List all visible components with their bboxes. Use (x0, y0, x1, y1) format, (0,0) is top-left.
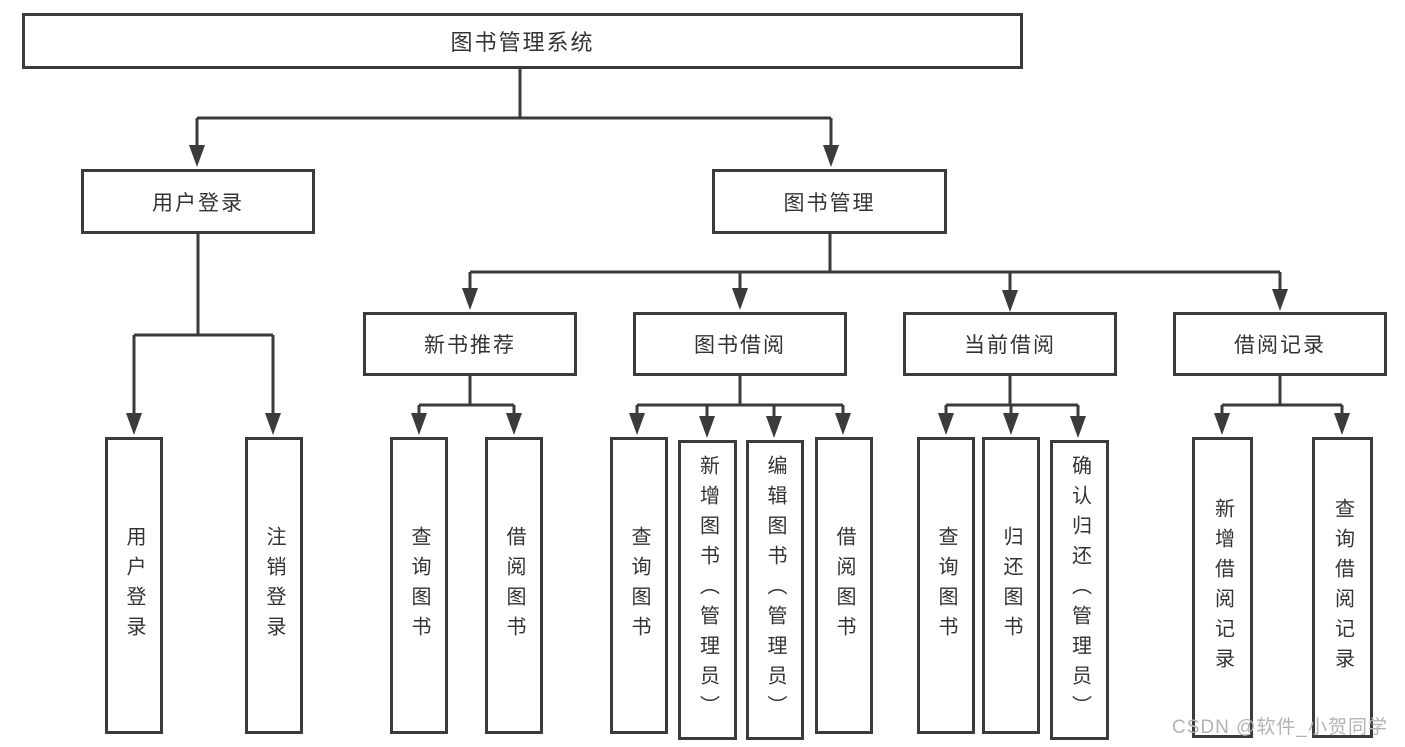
arrowhead-icon (1002, 290, 1018, 312)
arrowhead-icon (1334, 413, 1350, 435)
arrowhead-icon (126, 413, 142, 435)
connector-borrowing-records-to-leaves (1220, 375, 1344, 416)
arrowhead-icon (506, 413, 522, 435)
node-leaf-cb-confirm-return-label: 确认归还（管理员） (1068, 455, 1091, 725)
node-leaf-cb-query-book: 查询图书 (917, 437, 975, 734)
node-leaf-bb-borrow-book: 借阅图书 (815, 437, 873, 734)
arrowhead-icon (411, 413, 427, 435)
node-leaf-bb-add-book-label: 新增图书（管理员） (696, 455, 719, 725)
node-leaf-cb-return-book-label: 归还图书 (1000, 525, 1022, 646)
node-leaf-br-query-record-label: 查询借阅记录 (1331, 497, 1354, 678)
node-leaf-cb-confirm-return: 确认归还（管理员） (1050, 440, 1109, 740)
node-leaf-br-add-record: 新增借阅记录 (1192, 437, 1253, 738)
node-leaf-user-login: 用户登录 (105, 437, 163, 734)
node-book-management-label: 图书管理 (783, 191, 876, 215)
node-book-borrowing: 图书借阅 (633, 312, 847, 376)
connector-current-borrowing-to-leaves (944, 376, 1080, 419)
node-leaf-nb-query-book: 查询图书 (390, 437, 448, 734)
connector-book-mgmt-to-level2 (468, 233, 1282, 294)
arrowhead-icon (1003, 413, 1019, 435)
csdn-watermark: CSDN @软件_小贺同学 (1172, 717, 1388, 738)
connector-root-to-level1 (195, 68, 833, 148)
node-leaf-bb-add-book: 新增图书（管理员） (678, 440, 737, 740)
connector-book-borrowing-to-leaves (635, 376, 845, 419)
node-user-login-branch: 用户登录 (81, 169, 315, 234)
node-current-borrowing-label: 当前借阅 (964, 334, 1056, 357)
arrowhead-icon (265, 413, 281, 435)
arrowhead-icon (823, 145, 839, 167)
node-leaf-bb-query-book-label: 查询图书 (628, 525, 650, 646)
node-root-label: 图书管理系统 (450, 30, 595, 55)
node-leaf-cb-return-book: 归还图书 (982, 437, 1040, 734)
node-book-management: 图书管理 (712, 169, 947, 234)
node-current-borrowing: 当前借阅 (903, 312, 1117, 376)
arrowhead-icon (732, 288, 748, 310)
node-user-login-branch-label: 用户登录 (152, 191, 244, 215)
node-leaf-cb-query-book-label: 查询图书 (935, 525, 957, 646)
arrowhead-icon (938, 413, 954, 435)
node-borrowing-records: 借阅记录 (1173, 312, 1387, 376)
node-leaf-logout: 注销登录 (245, 437, 303, 734)
arrowhead-icon (462, 288, 478, 310)
node-leaf-bb-borrow-book-label: 借阅图书 (833, 525, 855, 646)
arrowhead-icon (699, 416, 715, 438)
node-leaf-bb-edit-book-label: 编辑图书（管理员） (764, 455, 786, 725)
node-leaf-bb-edit-book: 编辑图书（管理员） (746, 440, 804, 740)
connector-new-book-to-leaves (417, 376, 516, 416)
node-new-book-recommend: 新书推荐 (363, 312, 577, 376)
node-leaf-nb-query-book-label: 查询图书 (408, 525, 430, 646)
node-leaf-logout-label: 注销登录 (263, 525, 285, 646)
node-leaf-bb-query-book: 查询图书 (610, 437, 668, 734)
node-leaf-br-add-record-label: 新增借阅记录 (1211, 497, 1234, 678)
node-book-borrowing-label: 图书借阅 (694, 334, 786, 357)
node-leaf-user-login-label: 用户登录 (123, 525, 145, 646)
arrowhead-icon (835, 413, 851, 435)
node-root: 图书管理系统 (22, 13, 1023, 69)
node-leaf-nb-borrow-book: 借阅图书 (485, 437, 543, 734)
arrowhead-icon (766, 416, 782, 438)
arrowhead-icon (629, 413, 645, 435)
arrowhead-icon (1070, 416, 1086, 438)
node-borrowing-records-label: 借阅记录 (1234, 334, 1326, 357)
arrowhead-icon (1272, 289, 1288, 311)
node-new-book-recommend-label: 新书推荐 (424, 334, 516, 357)
arrowhead-icon (189, 145, 205, 167)
node-leaf-nb-borrow-book-label: 借阅图书 (503, 525, 525, 646)
connector-user-login-to-leaves (132, 233, 275, 416)
arrowhead-icon (1214, 413, 1230, 435)
node-leaf-br-query-record: 查询借阅记录 (1312, 437, 1373, 738)
